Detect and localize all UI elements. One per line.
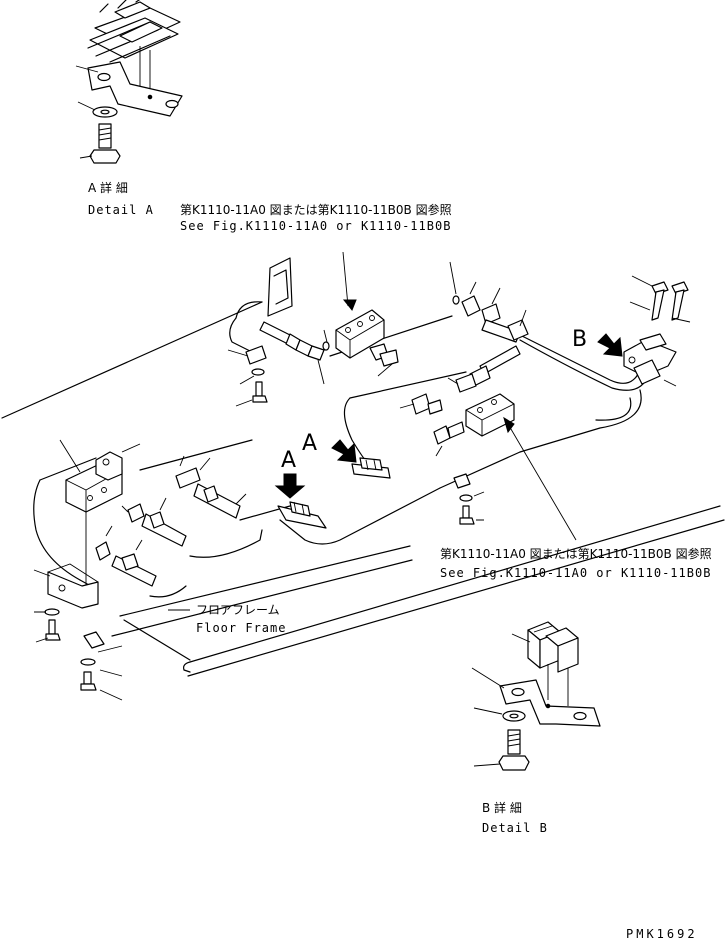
- drawing-code: PMK1692: [626, 927, 698, 941]
- reference-note-top-jp: 第K1110-11A0 図または第K1110-11B0B 図参照: [180, 202, 452, 217]
- manifold-block-left: [59, 439, 141, 596]
- hose-routing: [33, 315, 649, 598]
- detail-b-title-en: Detail B: [482, 821, 548, 835]
- clamp-a-right: [351, 457, 391, 479]
- detail-a-title-en: Detail A: [88, 203, 154, 217]
- bolt-middle-right: [453, 473, 485, 525]
- reference-note-top-en: See Fig.K1110-11A0 or K1110-11B0B: [180, 219, 451, 233]
- view-label-b: B: [572, 327, 587, 352]
- reference-note-right-en: See Fig.K1110-11A0 or K1110-11B0B: [440, 566, 711, 580]
- detail-a-title-jp: A 詳 細: [88, 180, 128, 195]
- bracket-left: [33, 563, 123, 701]
- view-label-a2: A: [302, 431, 317, 456]
- view-arrow-a-down: [274, 473, 306, 499]
- floor-frame-label-jp: フロアフレーム: [196, 603, 280, 617]
- clamp-a-left: [277, 501, 327, 529]
- detail-b-title-jp: B 詳 細: [482, 800, 522, 815]
- clamp-group-b: [623, 275, 691, 387]
- hose-assembly-top-left: [227, 321, 325, 407]
- view-label-a1: A: [281, 448, 296, 473]
- detail-b-illustration: [471, 621, 601, 771]
- floor-frame-outline: [1, 257, 725, 677]
- view-arrow-a-diagonal: [331, 439, 357, 463]
- hose-assembly-top-right: [447, 261, 529, 393]
- reference-note-right-jp: 第K1110-11A0 図または第K1110-11B0B 図参照: [440, 546, 712, 561]
- view-arrow-b: [597, 333, 623, 357]
- floor-frame-label-en: Floor Frame: [196, 621, 286, 635]
- detail-a-illustration: [75, 0, 183, 164]
- hose-assembly-left: [95, 455, 247, 587]
- manifold-block-top: [322, 251, 399, 377]
- manifold-block-right: [399, 393, 577, 541]
